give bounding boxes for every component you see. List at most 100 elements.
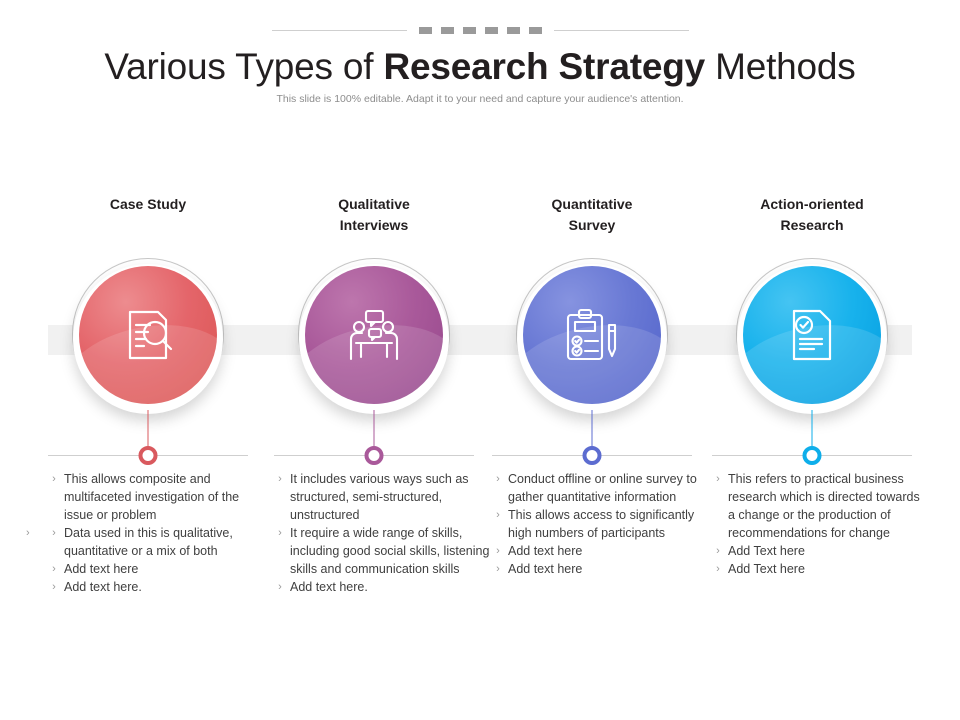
icon-circle-action-oriented-research[interactable]: [692, 258, 932, 418]
stray-chevron-right-icon: ›: [26, 527, 30, 539]
list-item: › It includes various ways such as struc…: [270, 470, 490, 524]
deco-rule-right: [553, 29, 689, 31]
list-item: › Add text here.: [270, 578, 490, 596]
chevron-right-icon: ›: [716, 563, 720, 575]
deco-dash: [484, 26, 498, 34]
icon-circle-quantitative-survey[interactable]: [472, 258, 712, 418]
list-item: › › Data used in this is qualitative, qu…: [26, 524, 264, 560]
list-item: › This allows access to significantly hi…: [488, 506, 708, 542]
icon-circle-qualitative-interviews[interactable]: [254, 258, 494, 418]
list-item: › Add text here.: [44, 578, 264, 596]
list-item-text: This refers to practical business resear…: [728, 472, 920, 540]
list-item: › Add text here: [488, 542, 708, 560]
verified-document-icon: [792, 309, 832, 361]
deco-dashes: [418, 26, 542, 34]
list-item-text: This allows composite and multifaceted i…: [64, 472, 240, 522]
list-item: › Add Text here: [708, 542, 928, 560]
list-item-text: Add Text here: [728, 562, 805, 576]
deco-dash: [440, 26, 454, 34]
list-item-text: Conduct offline or online survey to gath…: [508, 472, 697, 504]
connector-vline: [591, 410, 593, 446]
bullet-list-quantitative-survey: › Conduct offline or online survey to ga…: [488, 470, 708, 578]
connector-vline: [373, 410, 375, 446]
chevron-right-icon: ›: [278, 473, 282, 485]
clipboard-checklist-pencil-icon: [566, 308, 617, 361]
column-heading-line1: Quantitative: [551, 196, 633, 212]
circle-fill: [79, 266, 217, 404]
bullet-list-qualitative-interviews: › It includes various ways such as struc…: [270, 470, 490, 596]
connector-vline: [147, 410, 149, 446]
chevron-right-icon: ›: [496, 473, 500, 485]
connector-quantitative-survey: [472, 410, 712, 470]
page-subtitle: This slide is 100% editable. Adapt it to…: [276, 93, 684, 105]
chevron-right-icon: ›: [716, 473, 720, 485]
chevron-right-icon: ›: [52, 527, 56, 539]
top-decoration: [0, 22, 960, 38]
column-heading-line2: Interviews: [339, 217, 409, 233]
interview-people-icon: [349, 309, 399, 361]
column-heading: Qualitative Interviews: [254, 194, 494, 236]
chevron-right-icon: ›: [52, 563, 56, 575]
list-item: › Conduct offline or online survey to ga…: [488, 470, 708, 506]
chevron-right-icon: ›: [52, 473, 56, 485]
connector-action-oriented-research: [692, 410, 932, 470]
list-item-text: Add text here: [508, 562, 583, 576]
list-item: › This refers to practical business rese…: [708, 470, 928, 542]
column-heading-line2: Survey: [568, 217, 616, 233]
chevron-right-icon: ›: [716, 545, 720, 557]
column-heading-line1: Qualitative: [338, 196, 410, 212]
list-item: › This allows composite and multifaceted…: [44, 470, 264, 524]
chevron-right-icon: ›: [278, 581, 282, 593]
list-item-text: Add Text here: [728, 544, 805, 558]
title-part-1: Various Types of: [104, 46, 384, 87]
deco-dash: [506, 26, 520, 34]
list-item-text: Data used in this is qualitative, quanti…: [64, 526, 233, 558]
list-item-text: Add text here: [64, 562, 139, 576]
title-part-2: Methods: [705, 46, 856, 87]
connector-node: [138, 446, 158, 465]
icon-circle-case-study[interactable]: [28, 258, 268, 418]
deco-dash: [418, 26, 432, 34]
list-item-text: Add text here.: [290, 580, 368, 594]
column-heading: Quantitative Survey: [472, 194, 712, 236]
circle-fill: [523, 266, 661, 404]
column-case-study: Case Study › This allows composite and: [26, 0, 268, 720]
title-highlight: Research Strategy: [383, 46, 705, 87]
list-item: › Add text here: [44, 560, 264, 578]
chevron-right-icon: ›: [496, 545, 500, 557]
circle-fill: [305, 266, 443, 404]
column-heading: Case Study: [109, 196, 187, 212]
column-qualitative-interviews: Qualitative Interviews: [254, 0, 494, 720]
column-heading-line2: Research: [780, 217, 844, 233]
chevron-right-icon: ›: [52, 581, 56, 593]
list-item-text: This allows access to significantly high…: [508, 508, 695, 540]
chevron-right-icon: ›: [278, 527, 282, 539]
chevron-right-icon: ›: [496, 509, 500, 521]
document-magnifier-icon: [128, 310, 173, 360]
deco-dash: [528, 26, 542, 34]
deco-rule-left: [271, 29, 407, 31]
page-title: Various Types of Research Strategy Metho…: [0, 46, 960, 88]
deco-dash: [462, 26, 476, 34]
list-item: › Add text here: [488, 560, 708, 578]
column-heading-line1: Action-oriented: [760, 196, 864, 212]
list-item-text: It includes various ways such as structu…: [290, 472, 469, 522]
chevron-right-icon: ›: [496, 563, 500, 575]
list-item-text: It require a wide range of skills, inclu…: [290, 526, 490, 576]
column-heading: Action-oriented Research: [692, 194, 932, 236]
connector-node: [364, 446, 384, 465]
bullet-list-case-study: › This allows composite and multifaceted…: [26, 470, 264, 596]
bullet-list-action-oriented-research: › This refers to practical business rese…: [708, 470, 928, 578]
list-item: › Add Text here: [708, 560, 928, 578]
circle-fill: [743, 266, 881, 404]
list-item: › It require a wide range of skills, inc…: [270, 524, 490, 578]
connector-qualitative-interviews: [254, 410, 494, 470]
column-quantitative-survey: Quantitative Survey: [472, 0, 712, 720]
connector-vline: [811, 410, 813, 446]
connector-case-study: [28, 410, 268, 470]
connector-node: [582, 446, 602, 465]
list-item-text: Add text here.: [64, 580, 142, 594]
connector-node: [802, 446, 822, 465]
list-item-text: Add text here: [508, 544, 583, 558]
